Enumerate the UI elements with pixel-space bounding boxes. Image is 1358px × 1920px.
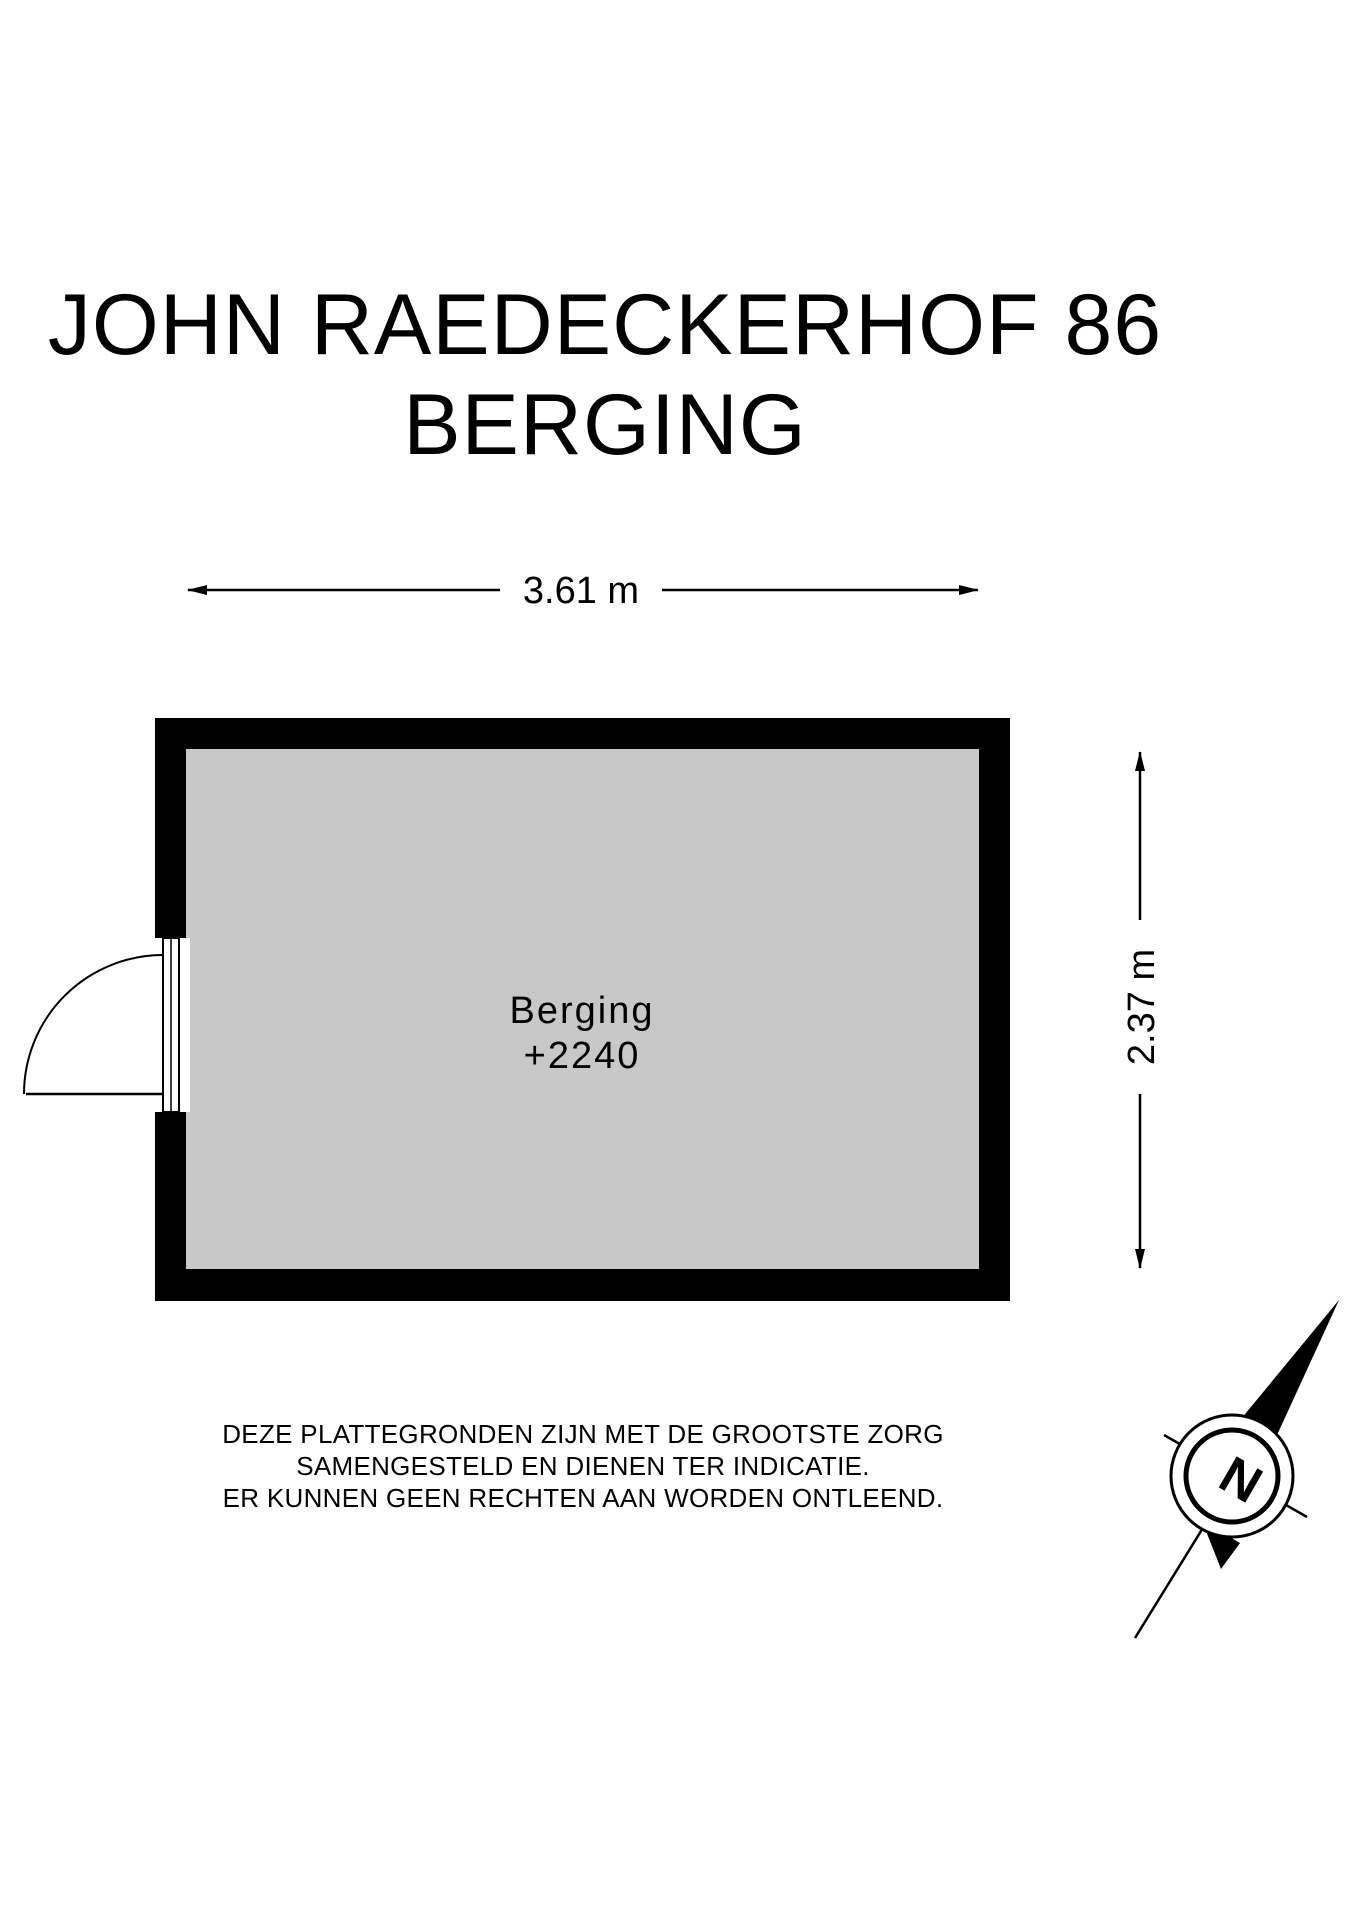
north-arrow-icon: N bbox=[1133, 1300, 1339, 1639]
door-swing-arc bbox=[23, 954, 164, 1095]
room-floor bbox=[186, 749, 979, 1269]
disclaimer-line-2: SAMENGESTELD EN DIENEN TER INDICATIE. bbox=[296, 1451, 870, 1481]
room-level: +2240 bbox=[524, 1035, 641, 1077]
room-name: Berging bbox=[510, 990, 655, 1032]
title-address: JOHN RAEDECKERHOF 86 bbox=[47, 277, 1163, 373]
compass-inner-ring bbox=[1183, 1427, 1281, 1525]
width-dimension-label: 3.61 m bbox=[523, 570, 639, 612]
width-dimension: 3.61 m bbox=[187, 570, 979, 612]
compass-tail-line bbox=[1133, 1509, 1216, 1639]
height-dimension: 2.37 m bbox=[1121, 751, 1163, 1269]
title-room-type: BERGING bbox=[403, 377, 807, 473]
disclaimer-line-1: DEZE PLATTEGRONDEN ZIJN MET DE GROOTSTE … bbox=[222, 1419, 944, 1449]
disclaimer-line-3: ER KUNNEN GEEN RECHTEN AAN WORDEN ONTLEE… bbox=[222, 1483, 944, 1513]
room-berging: Berging +2240 bbox=[23, 718, 1010, 1301]
height-dimension-label: 2.37 m bbox=[1121, 949, 1163, 1065]
disclaimer: DEZE PLATTEGRONDEN ZIJN MET DE GROOTSTE … bbox=[0, 1418, 1166, 1514]
